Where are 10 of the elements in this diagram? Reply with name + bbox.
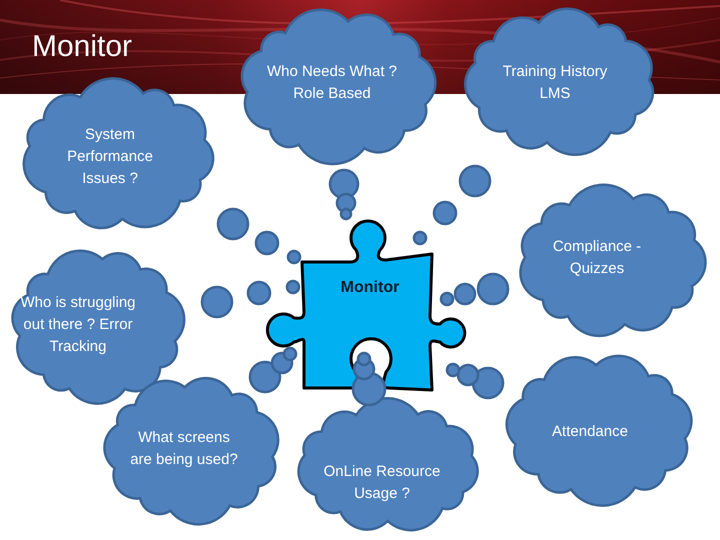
cloud-text: Who Needs What ? Role Based bbox=[266, 62, 398, 104]
slide-title: Monitor bbox=[32, 32, 132, 62]
cloud-text: Compliance - Quizzes bbox=[552, 237, 642, 279]
cloud-text: Who is struggling out there ? Error Tracking bbox=[19, 293, 137, 357]
cloud-text: OnLine Resource Usage ? bbox=[322, 462, 442, 504]
cloud-text: What screens are being used? bbox=[129, 428, 239, 470]
cloud-text: Attendance bbox=[551, 422, 629, 442]
cloud-text: Training History LMS bbox=[502, 62, 608, 104]
puzzle-label: Monitor bbox=[340, 278, 400, 298]
cloud-text: System Performance Issues ? bbox=[66, 125, 154, 189]
